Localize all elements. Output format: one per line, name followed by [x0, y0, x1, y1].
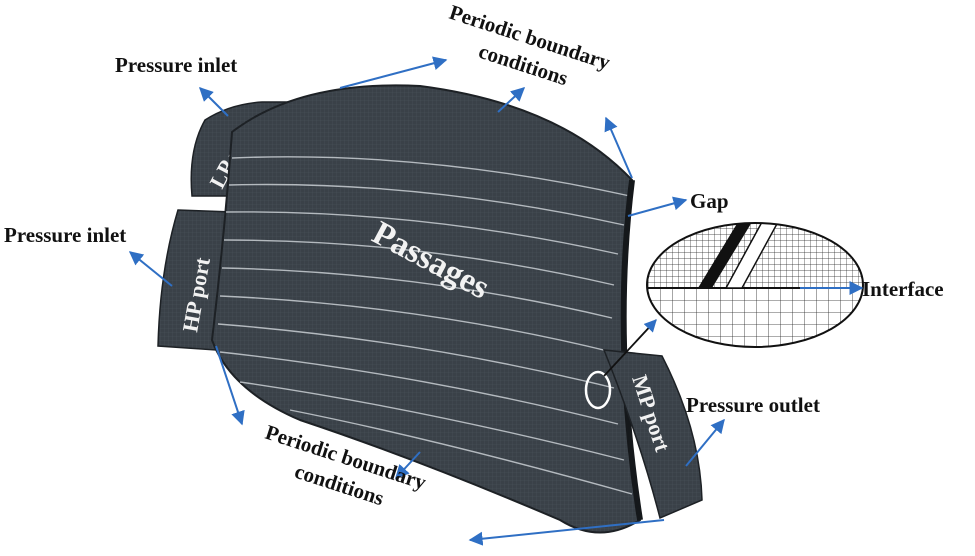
- arrow-periodic-top-3: [604, 116, 633, 179]
- label-pressure-inlet-top: Pressure inlet: [115, 53, 237, 77]
- arrow-periodic-top-2: [497, 87, 526, 113]
- arrow-pressure-outlet: [685, 418, 725, 467]
- label-interface: Interface: [862, 277, 944, 301]
- label-gap: Gap: [690, 189, 729, 213]
- arrow-periodic-bottom-1: [215, 345, 245, 426]
- arrow-periodic-bottom-2: [395, 451, 421, 480]
- arrow-periodic-top-1: [339, 56, 448, 89]
- passages-body: Passages: [210, 84, 643, 534]
- annotation-arrows: [128, 56, 864, 546]
- interface-zoom-inset: [646, 222, 864, 348]
- label-pressure-inlet-left: Pressure inlet: [4, 223, 126, 247]
- arrow-gap: [627, 196, 688, 217]
- arrow-pressure-inlet-left: [128, 251, 173, 287]
- gap-edge: [620, 179, 643, 521]
- label-periodic-top: Periodic boundary conditions: [446, 0, 613, 90]
- zoom-pointer-line: [603, 319, 657, 377]
- arrow-pressure-inlet-top: [199, 87, 229, 117]
- hp-port-block: HP port: [157, 209, 233, 351]
- arrow-periodic-bottom-3: [468, 519, 665, 546]
- label-pressure-outlet: Pressure outlet: [686, 393, 820, 417]
- passage-grooves: [217, 156, 633, 495]
- interface-highlight-circle: [584, 370, 612, 410]
